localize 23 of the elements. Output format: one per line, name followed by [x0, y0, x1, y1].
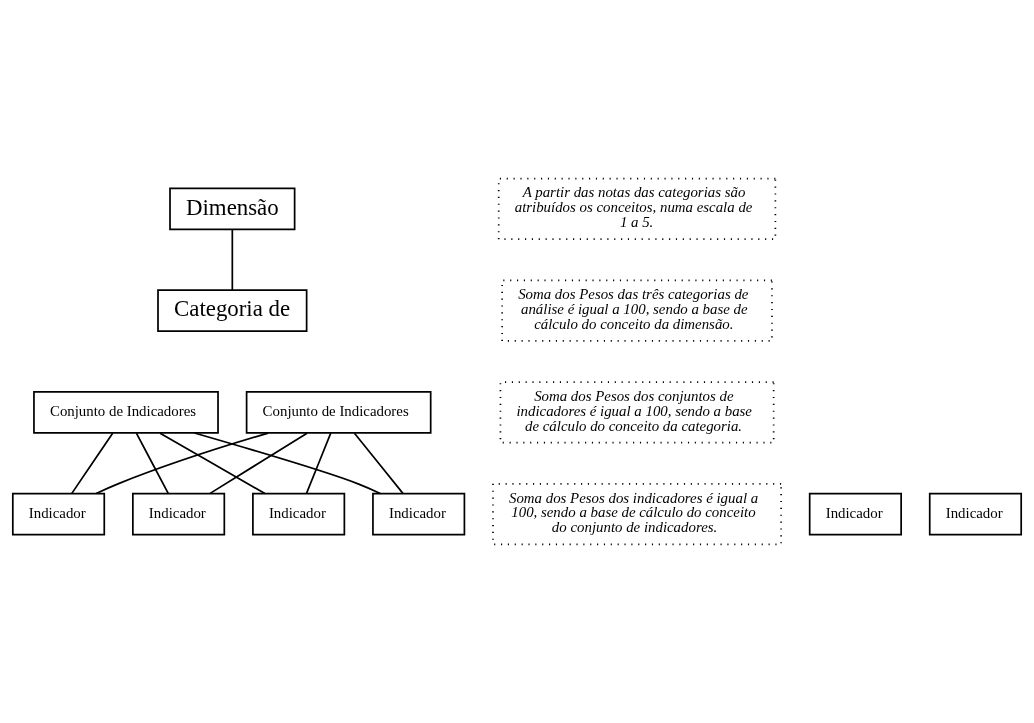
node-box: Indicador	[928, 492, 1023, 536]
node-box: Indicador	[372, 492, 466, 536]
node-box: Dimensão	[169, 187, 296, 231]
node-box: Conjunto de Indicadores	[33, 390, 219, 434]
connector	[159, 432, 266, 495]
node-box: Indicador	[11, 492, 106, 536]
node-box: Indicador	[252, 492, 346, 536]
node-box: Indicador	[132, 492, 226, 536]
connector	[95, 432, 269, 495]
connector	[209, 432, 308, 495]
connector	[353, 432, 404, 495]
node-box: Soma dos Pesos das três categorias de análise é igual a 100, sendo a base de cálculo do conceito da dimensão.	[501, 279, 773, 342]
node-box: Categoria de	[157, 289, 308, 333]
connector	[71, 432, 114, 495]
connector	[135, 432, 170, 495]
node-box: A partir das notas das categorias são atribuídos os conceitos, numa escala de 1 a 5.	[497, 177, 777, 241]
node-box: Conjunto de Indicadores	[245, 390, 432, 434]
connector	[305, 432, 332, 495]
node-box: Soma dos Pesos dos indicadores é igual a 100, sendo a base de cálculo do conceito do conjunto de indicadores.	[492, 482, 782, 546]
node-box: Soma dos Pesos dos conjuntos de indicadores é igual a 100, sendo a base de cálculo do conceito da categoria.	[499, 381, 775, 444]
connector	[231, 228, 234, 291]
connector	[193, 432, 382, 495]
node-box: Indicador	[808, 492, 902, 536]
